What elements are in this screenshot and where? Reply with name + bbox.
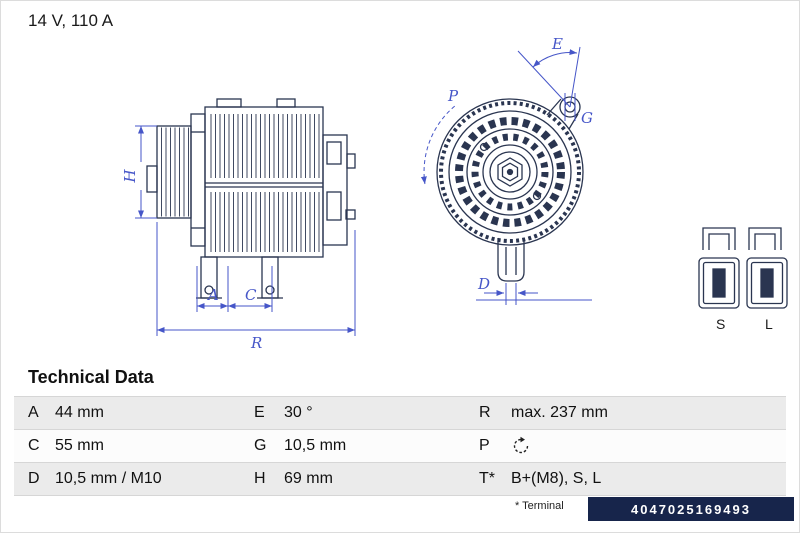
dim-label-h: H [121, 169, 139, 184]
front-view-dimensions: P E G D [420, 35, 593, 305]
alternator-side-view-drawing: H A C R [121, 98, 356, 352]
clockwise-rotation-icon [511, 436, 786, 456]
param-label: T* [479, 470, 495, 487]
param-label: C [28, 437, 40, 454]
dim-label-g: G [581, 109, 593, 127]
param-value: max. 237 mm [511, 404, 608, 421]
technical-data-table: A 44 mm E 30 ° R max. 237 mm C 55 mm G 1… [14, 396, 786, 496]
terminal-footnote: * Terminal [515, 500, 564, 512]
param-value: 44 mm [55, 404, 104, 421]
side-view-dimensions: H A C R [121, 125, 356, 352]
param-value: 55 mm [55, 437, 104, 454]
param-value: 10,5 mm [284, 437, 347, 454]
param-label: D [28, 470, 40, 487]
param-value: B+(M8), S, L [511, 470, 602, 487]
alternator-body-front [436, 96, 584, 282]
param-label: R [479, 404, 491, 421]
param-label: P [479, 437, 490, 454]
dim-label-r: R [250, 334, 262, 352]
dim-label-p: P [447, 87, 459, 105]
connector-plug [698, 227, 788, 309]
dim-label-a: A [206, 286, 219, 304]
param-label: A [28, 404, 39, 421]
param-value: 30 ° [284, 404, 313, 421]
param-label: G [254, 437, 267, 454]
part-number-badge: 4047025169493 [588, 497, 794, 521]
table-row: C 55 mm G 10,5 mm P [14, 430, 786, 463]
voltage-amperage-spec: 14 V, 110 A [28, 11, 114, 30]
terminal-label-s: S [716, 316, 725, 332]
connector-plug-drawing: S L [698, 227, 788, 332]
alternator-front-view-drawing: P E G D [420, 35, 593, 305]
dim-label-c: C [245, 286, 257, 304]
table-row: D 10,5 mm / M10 H 69 mm T* B+(M8), S, L [14, 463, 786, 496]
table-row: A 44 mm E 30 ° R max. 237 mm [14, 397, 786, 430]
param-value: 10,5 mm / M10 [55, 470, 162, 487]
terminal-label-l: L [765, 316, 773, 332]
alternator-body-side [146, 98, 356, 299]
param-value: 69 mm [284, 470, 333, 487]
dim-label-e: E [551, 35, 563, 53]
param-label: H [254, 470, 266, 487]
dim-label-d: D [477, 275, 490, 293]
technical-data-title: Technical Data [28, 367, 154, 387]
param-label: E [254, 404, 265, 421]
